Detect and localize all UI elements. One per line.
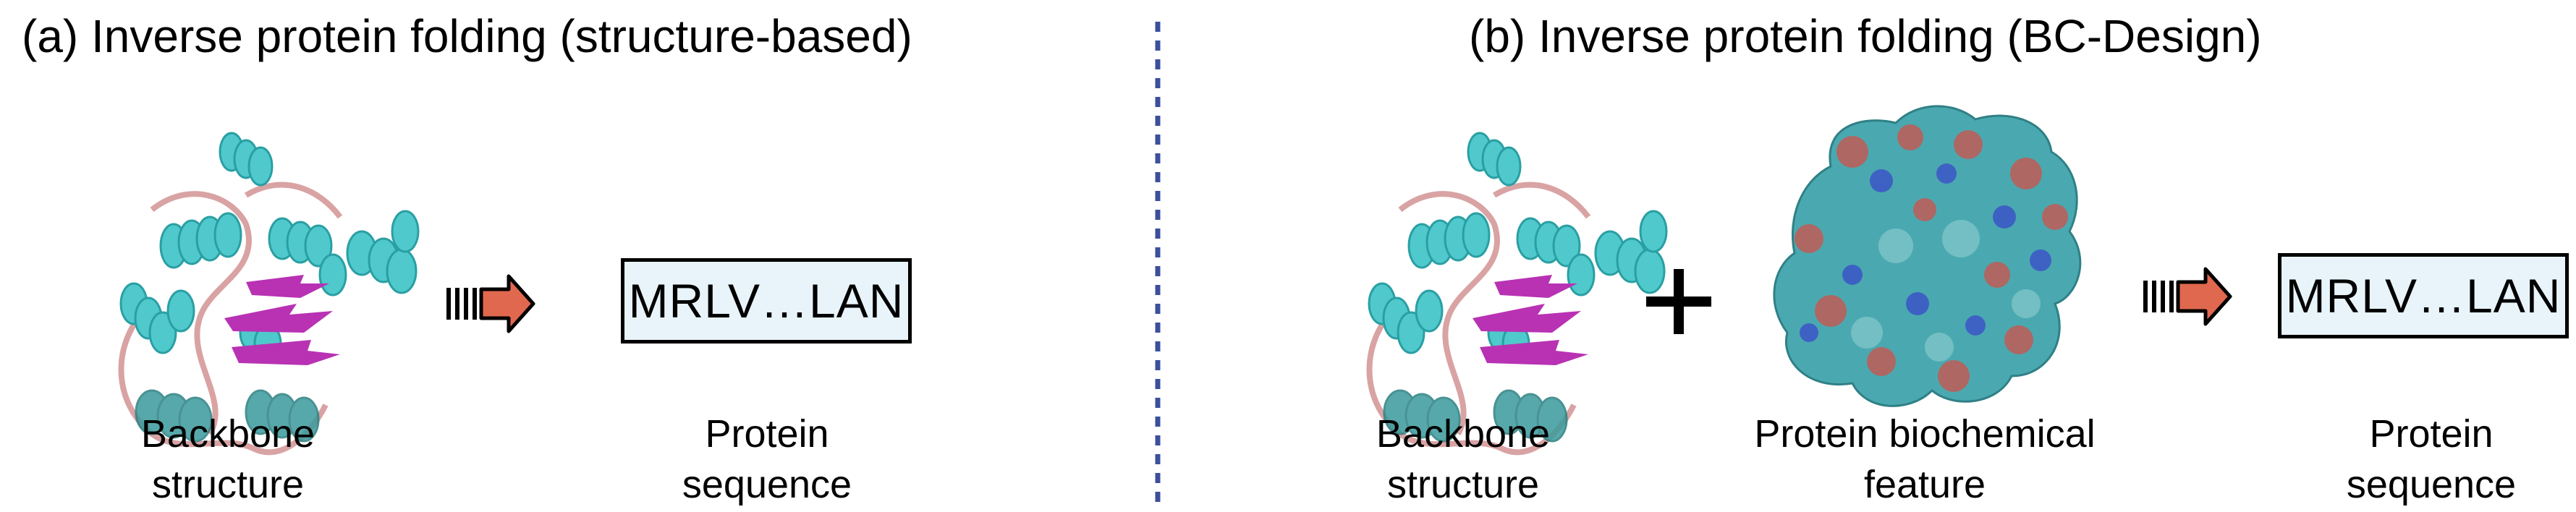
panel-b-sequence-text: MRLV…LAN [2285, 269, 2562, 323]
panel-a-backbone-caption: Backbone structure [25, 409, 431, 510]
protein-surface-image [1773, 105, 2082, 407]
panel-b-sequence-box: MRLV…LAN [2278, 253, 2569, 338]
panel-b-backbone-image [1369, 133, 1666, 452]
caption-line: Protein [705, 412, 829, 456]
panel-a-sequence-box: MRLV…LAN [621, 258, 912, 344]
caption-line: sequence [2346, 463, 2517, 506]
panel-a-sequence-caption: Protein sequence [564, 409, 970, 510]
plus-icon [1646, 269, 1711, 334]
panel-a-sequence-text: MRLV…LAN [628, 274, 904, 328]
caption-line: Protein [2369, 412, 2494, 456]
caption-line: Backbone [1376, 412, 1551, 456]
panel-b-sequence-caption: Protein sequence [2229, 409, 2576, 510]
panel-a-arrow-icon [446, 276, 533, 331]
panel-b-feature-caption: Protein biochemical feature [1704, 409, 2145, 510]
caption-line: sequence [682, 463, 852, 506]
panel-a-title: (a) Inverse protein folding (structure-b… [22, 10, 912, 62]
panel-b-title: (b) Inverse protein folding (BC-Design) [1469, 10, 2262, 62]
panel-b-arrow-icon [2143, 269, 2230, 324]
caption-line: structure [1386, 463, 1540, 506]
caption-line: Protein biochemical [1754, 412, 2096, 456]
caption-line: Backbone [140, 412, 315, 456]
caption-line: structure [151, 463, 305, 506]
panel-a-backbone-image [121, 133, 418, 452]
caption-line: feature [1863, 463, 1986, 506]
panel-b-backbone-caption: Backbone structure [1261, 409, 1666, 510]
